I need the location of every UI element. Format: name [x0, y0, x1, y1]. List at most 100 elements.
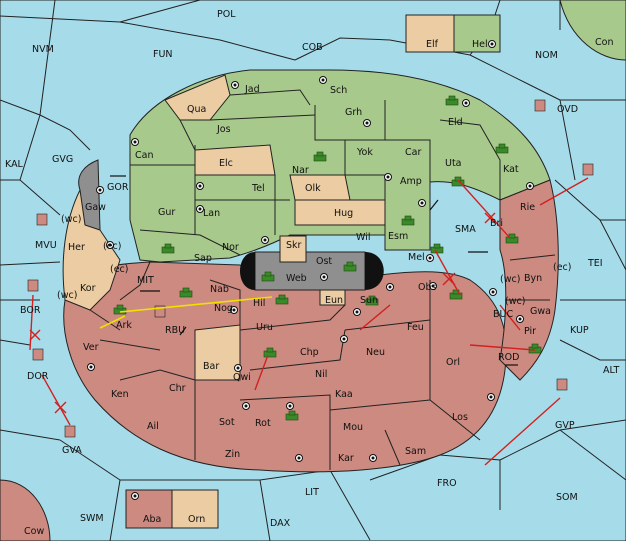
province-label: Los: [452, 412, 468, 423]
supply-center-dot: [236, 366, 240, 370]
province-label: Gwa: [530, 306, 551, 317]
sea-label: KAL: [5, 159, 24, 170]
supply-center-dot: [288, 404, 292, 408]
sea-label: ROD: [498, 352, 519, 363]
army-icon: [179, 287, 193, 298]
supply-center-dot: [198, 184, 202, 188]
army-icon: [430, 243, 444, 254]
supply-center-dot: [89, 365, 93, 369]
sea-label: KUP: [570, 325, 589, 336]
supply-center-dot: [133, 494, 137, 498]
supply-center-dot: [528, 184, 532, 188]
province-label: Bri: [490, 218, 503, 229]
sea-label: BOR: [20, 305, 41, 316]
supply-center-dot: [428, 256, 432, 260]
province-label: Gur: [158, 207, 175, 218]
army-icon: [445, 95, 459, 106]
sea-label: GVP: [555, 420, 575, 431]
province-label: Sap: [194, 253, 212, 264]
army-icon: [285, 410, 299, 421]
fleet-icon: [64, 425, 76, 438]
sea-label: GOR: [107, 182, 129, 193]
sea-label: ALT: [603, 365, 619, 376]
supply-center-dot: [489, 395, 493, 399]
province-label: Grh: [345, 107, 362, 118]
fleet-icon: [556, 378, 568, 391]
supply-center-dot: [322, 275, 326, 279]
coast-label: (ec): [103, 241, 121, 252]
supply-center-dot: [108, 243, 112, 247]
coast-label: (ec): [553, 262, 571, 273]
supply-center-dot: [355, 310, 359, 314]
sea-label: COB: [302, 42, 323, 53]
region-qua: [164, 74, 231, 121]
province-label: Uru: [256, 322, 273, 333]
sea-label: MVU: [35, 240, 57, 251]
province-label: Skr: [286, 240, 302, 251]
region-gaw: [78, 159, 101, 231]
supply-center-dot: [98, 188, 102, 192]
region-orn: [171, 489, 219, 529]
army-icon: [263, 347, 277, 358]
province-label: Hil: [253, 298, 265, 309]
province-label: Kor: [80, 283, 96, 294]
province-label: Hel: [472, 39, 488, 50]
province-label: Elf: [426, 39, 439, 50]
province-label: Zin: [225, 449, 240, 460]
province-label: Esm: [388, 231, 408, 242]
supply-centers: [87, 40, 534, 500]
province-label: Wil: [356, 232, 370, 243]
sea-label: TEI: [587, 258, 603, 269]
sea-label: MIT: [137, 275, 154, 286]
supply-center-dot: [386, 175, 390, 179]
sea-label: DOR: [27, 371, 49, 382]
province-label: Mel: [408, 252, 425, 263]
sea-label: DAX: [270, 518, 291, 529]
province-label: Eun: [325, 295, 343, 306]
coast-label: (wc): [57, 290, 77, 301]
supply-center-dot: [464, 101, 468, 105]
province-label: Lan: [203, 208, 220, 219]
region-west-tan: [62, 189, 121, 311]
region-north-green: [129, 69, 551, 263]
province-label: Ark: [116, 320, 132, 331]
province-label: Sot: [219, 417, 235, 428]
province-label: Bar: [203, 361, 219, 372]
province-label: Yok: [356, 147, 373, 158]
coast-label: (ec): [110, 264, 128, 275]
province-label: Aba: [143, 514, 161, 525]
province-borders: [89, 89, 556, 470]
province-label: Her: [68, 242, 85, 253]
province-label: Car: [405, 147, 421, 158]
supply-center-dot: [371, 456, 375, 460]
province-label: Ost: [316, 256, 332, 267]
orders: [29, 177, 589, 466]
supply-center-dot: [365, 121, 369, 125]
supply-center-dot: [491, 290, 495, 294]
army-icon: [365, 295, 379, 306]
region-elf: [405, 14, 455, 53]
supply-center-dot: [233, 83, 237, 87]
fleet-icon: [534, 99, 546, 112]
army-icon: [313, 151, 327, 162]
supply-center-dot: [244, 404, 248, 408]
province-label: Hug: [334, 208, 353, 219]
sea-label: OVD: [557, 104, 578, 115]
province-label: Pir: [524, 326, 536, 337]
province-label: Rot: [255, 418, 271, 429]
province-label: Olk: [305, 183, 321, 194]
fleet-icon: [32, 348, 44, 361]
supply-center-dot: [198, 207, 202, 211]
supply-center-dot: [420, 201, 424, 205]
army-icon: [261, 271, 275, 282]
sea-label: LIT: [305, 487, 319, 498]
province-label: Neu: [366, 347, 385, 358]
sea-label: GVG: [52, 154, 73, 165]
army-icon: [495, 143, 509, 154]
province-label: Ken: [111, 389, 129, 400]
province-label: Qwi: [233, 372, 251, 383]
province-label: Jos: [216, 124, 231, 135]
supply-center-dot: [388, 285, 392, 289]
province-label: Ail: [147, 421, 159, 432]
supply-center-dot: [133, 140, 137, 144]
